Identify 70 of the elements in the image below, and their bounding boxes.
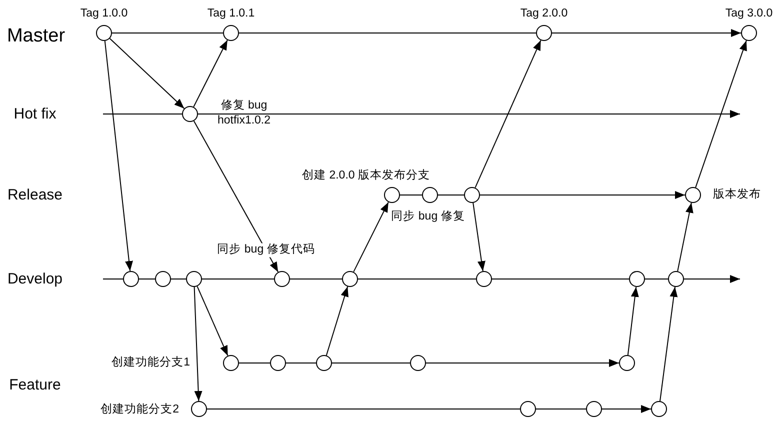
connector-line: [332, 362, 410, 364]
arrow: [109, 38, 185, 109]
lane-label: Feature: [9, 378, 61, 392]
commit-circle: [464, 187, 480, 203]
connector-line: [492, 278, 630, 280]
connector-line: [238, 362, 270, 364]
arrow: [602, 405, 652, 413]
arrow: [326, 286, 348, 356]
commit-circle: [629, 271, 645, 287]
arrow: [474, 40, 542, 188]
arrow: [198, 110, 740, 118]
commit-circle: [123, 271, 139, 287]
arrow: [196, 286, 228, 356]
connector-line: [206, 408, 520, 410]
commit-circle: [651, 401, 667, 417]
arrow: [104, 40, 133, 272]
commit-circle: [274, 271, 290, 287]
commit-circle: [316, 355, 332, 371]
commit-circle: [270, 355, 286, 371]
connector-line: [286, 362, 316, 364]
commit-circle: [155, 271, 171, 287]
tag-label: Tag 1.0.1: [207, 8, 255, 20]
connector-line: [290, 278, 342, 280]
connector-line: [644, 278, 668, 280]
lane-label: Hot fix: [14, 106, 56, 122]
arrow: [552, 29, 742, 37]
connector-line: [202, 278, 274, 280]
arrow: [695, 40, 747, 188]
connector-line: [536, 408, 586, 410]
connector-line: [438, 194, 464, 196]
commit-circle: [476, 271, 492, 287]
connector-line: [138, 278, 156, 280]
commit-circle: [342, 271, 358, 287]
arrow: [660, 286, 678, 402]
tag-label: Tag 1.0.0: [80, 8, 128, 20]
commit-circle: [586, 401, 602, 417]
tag-label: Tag 3.0.0: [725, 8, 773, 20]
annotation-text: 创建功能分支2: [100, 404, 179, 416]
arrow: [353, 202, 389, 272]
lane-label: Release: [7, 188, 63, 202]
annotation-text: hotfix1.0.2: [217, 115, 271, 127]
arrow: [194, 286, 202, 402]
annotation-text: 创建 2.0.0 版本发布分支: [302, 170, 430, 182]
arrow: [480, 191, 686, 199]
arrow: [426, 359, 620, 367]
arrow: [627, 286, 639, 356]
lane-label: Develop: [7, 272, 63, 286]
edge-label: 同步 bug 修复代码: [215, 243, 317, 257]
commit-circle: [619, 355, 635, 371]
arrow: [193, 40, 228, 108]
lane-label: Master: [6, 26, 66, 46]
connector-line: [358, 278, 476, 280]
arrow: [193, 120, 279, 272]
arrow: [472, 202, 486, 272]
commit-circle: [186, 271, 202, 287]
connector-line: [102, 278, 124, 280]
connector-line: [400, 194, 422, 196]
connector-line: [112, 32, 224, 34]
commit-circle: [668, 271, 684, 287]
connector-line: [170, 278, 186, 280]
annotation-text: 同步 bug 修复: [391, 211, 465, 223]
commit-circle: [410, 355, 426, 371]
annotation-text: 创建功能分支1: [112, 357, 190, 369]
annotation-text: 版本发布: [713, 189, 761, 201]
tag-label: Tag 2.0.0: [520, 8, 568, 20]
connector-line: [238, 32, 536, 34]
arrow: [677, 202, 694, 272]
commit-circle: [520, 401, 536, 417]
arrow: [684, 275, 740, 283]
annotation-text: 修复 bug: [220, 100, 268, 112]
